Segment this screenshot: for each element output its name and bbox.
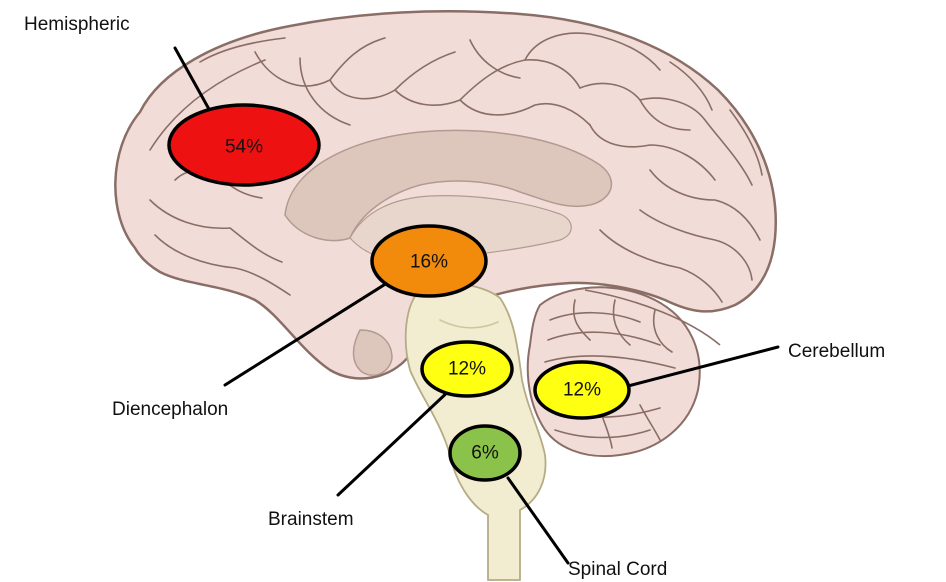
value-diencephalon: 16% xyxy=(410,252,448,273)
oval-diencephalon: 16% xyxy=(372,226,486,296)
label-cerebellum: Cerebellum xyxy=(788,341,885,362)
leader-brainstem xyxy=(338,388,452,495)
oval-spinal-cord: 6% xyxy=(450,426,520,480)
oval-brainstem: 12% xyxy=(422,342,512,396)
label-brainstem: Brainstem xyxy=(268,509,354,530)
value-cerebellum: 12% xyxy=(563,380,601,401)
label-diencephalon: Diencephalon xyxy=(112,399,228,420)
oval-hemispheric: 54% xyxy=(169,105,319,185)
value-hemispheric: 54% xyxy=(225,137,263,158)
oval-cerebellum: 12% xyxy=(535,362,629,418)
label-hemispheric: Hemispheric xyxy=(24,14,130,35)
value-spinal-cord: 6% xyxy=(471,443,499,464)
value-brainstem: 12% xyxy=(448,359,486,380)
label-spinal-cord: Spinal Cord xyxy=(568,559,667,580)
